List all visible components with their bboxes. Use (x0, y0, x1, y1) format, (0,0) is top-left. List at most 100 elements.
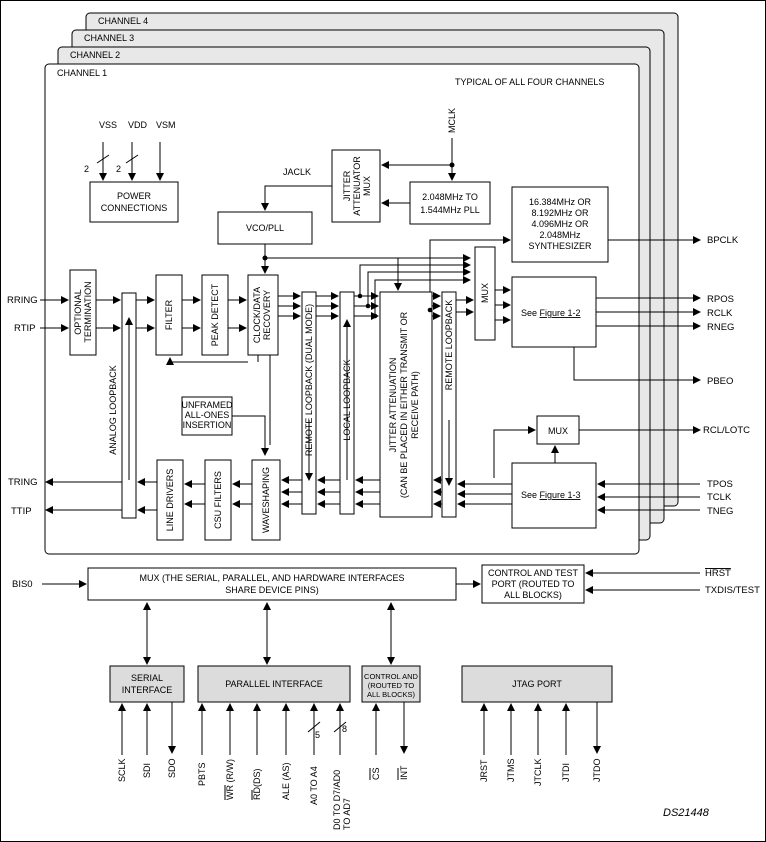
interface-section: BIS0 MUX (THE SERIAL, PARALLEL, AND HARD… (12, 564, 760, 703)
bus8-label: 8 (342, 724, 347, 734)
cdr-line2: RECOVERY (262, 290, 272, 340)
channel-4-label: CHANNEL 4 (98, 16, 148, 26)
jitter-att-line3: RECEIVE PATH) (410, 371, 420, 439)
analog-loopback-label: ANALOG LOOPBACK (108, 365, 118, 455)
rclk-pin: RCLK (707, 308, 733, 319)
rx-mux-label: MUX (480, 283, 490, 303)
serial-line2: INTERFACE (122, 685, 173, 695)
synth-line3: 4.096MHz OR (531, 219, 589, 229)
tclk-pin: TCLK (707, 492, 732, 503)
iface-mux-line2: SHARE DEVICE PINS) (225, 585, 319, 595)
opt-term-line2: TERMINATION (83, 281, 93, 342)
unframed-line2: ALL-ONES (185, 410, 230, 420)
bis0-pin: BIS0 (12, 579, 33, 590)
filter-label: FILTER (164, 299, 174, 330)
clocking-section: MCLK JITTER ATTENUATOR MUX 2.048MHz TO 1… (217, 108, 739, 310)
jtdo-pin: JTDO (592, 759, 602, 783)
tx-mux-label: MUX (548, 426, 568, 436)
power-section: VSS VDD VSM 2 2 POWER CONNECTIONS (84, 120, 179, 223)
doc-id: DS21448 (663, 807, 710, 819)
remote-dual-label: REMOTE LOOPBACK (DUAL MODE) (304, 304, 314, 456)
power-bus-b: 2 (116, 164, 121, 174)
rpos-pin: RPOS (707, 294, 734, 305)
typical-note: TYPICAL OF ALL FOUR CHANNELS (455, 77, 604, 87)
cdr-line1: CLOCK/DATA (252, 287, 262, 343)
see-fig13: See Figure 1-3 (521, 490, 581, 500)
a0-pin: A0 TO A4 (309, 766, 319, 805)
remote-loopback-label: REMOTE LOOPBACK (444, 300, 454, 391)
jitter-mux-line1: JITTER (342, 170, 352, 201)
synth-line4: 2.048MHz (539, 230, 581, 240)
power-box-line1: POWER (117, 191, 152, 201)
power-box-line2: CONNECTIONS (101, 203, 168, 213)
iface-mux-line1: MUX (THE SERIAL, PARALLEL, AND HARDWARE … (139, 573, 404, 583)
jitter-att-line1: JITTER ATTENUATION (388, 358, 398, 453)
rcl-lotc-pin: RCL/LOTC (703, 425, 750, 436)
tpos-pin: TPOS (707, 479, 733, 490)
pbeo-pin: PBEO (707, 376, 733, 387)
vsm-label: VSM (156, 120, 176, 130)
channel-3-label: CHANNEL 3 (84, 33, 134, 43)
rneg-pin: RNEG (707, 322, 734, 333)
see-fig12: See Figure 1-2 (521, 308, 581, 318)
jitter-mux-line2: ATTENUATOR (352, 156, 362, 216)
int-pin: INT (399, 765, 409, 780)
ctrl-test-line3: ALL BLOCKS) (504, 590, 562, 600)
unframed-line3: INSERTION (183, 420, 232, 430)
rtip-pin: RTIP (14, 323, 35, 334)
jtms-pin: JTMS (506, 759, 516, 783)
waveshaping-label: WAVESHAPING (261, 467, 271, 533)
tneg-pin: TNEG (707, 506, 733, 517)
channel-1-label: CHANNEL 1 (57, 68, 107, 78)
jitter-att-line2: (CAN BE PLACED IN EITHER TRANSMIT OR (399, 311, 409, 498)
jrst-pin: JRST (479, 759, 489, 782)
d0-pin-line1: D0 TO D7/AD0 (332, 770, 342, 830)
pbts-pin: PBTS (197, 762, 207, 786)
channel-2-label: CHANNEL 2 (70, 50, 120, 60)
wr-pin: WR (R/W) (225, 759, 235, 800)
peak-detect-label: PEAK DETECT (210, 283, 220, 346)
ctrl-test-line1: CONTROL AND TEST (488, 568, 579, 578)
synth-line1: 16.384MHz OR (529, 197, 592, 207)
control-line2: (ROUTED TO (368, 681, 415, 690)
d0-pin-line2: TO AD7 (342, 798, 352, 830)
control-line1: CONTROL AND (364, 672, 418, 681)
tring-pin: TRING (8, 477, 38, 488)
vco-label: VCO/PLL (246, 223, 284, 233)
sdo-pin: SDO (167, 758, 177, 778)
jaclk-label: JACLK (283, 167, 311, 177)
vdd-label: VDD (128, 120, 148, 130)
rring-pin: RRING (7, 295, 38, 306)
cs-pin: CS (371, 767, 381, 780)
ctrl-test-line2: PORT (ROUTED TO (492, 579, 575, 589)
csu-filters-label: CSU FILTERS (213, 471, 223, 529)
jtclk-pin: JTCLK (533, 758, 543, 786)
ttip-pin: TTIP (11, 506, 32, 517)
pll-line1: 2.048MHz TO (422, 192, 478, 202)
sdi-pin: SDI (142, 763, 152, 778)
parallel-label: PARALLEL INTERFACE (225, 679, 323, 689)
serial-line1: SERIAL (131, 673, 163, 683)
bpclk-pin: BPCLK (707, 235, 739, 246)
synth-line2: 8.192MHz OR (531, 208, 589, 218)
power-bus-a: 2 (84, 164, 89, 174)
jtag-label: JTAG PORT (512, 679, 562, 689)
rd-pin: RD(DS) (252, 769, 262, 801)
unframed-line1: UNFRAMED (182, 400, 233, 410)
ale-pin: ALE (AS) (281, 762, 291, 800)
pll-line2: 1.544MHz PLL (420, 205, 480, 215)
bottom-pins: SCLK SDI SDO 5 8 PBTS WR (R/W) RD(DS) AL… (117, 702, 602, 830)
bus5-label: 5 (315, 730, 320, 740)
line-drivers-label: LINE DRIVERS (165, 469, 175, 532)
opt-term-line1: OPTIONAL (73, 289, 83, 335)
txdis-pin: TXDIS/TEST (705, 585, 760, 596)
vss-label: VSS (99, 120, 117, 130)
control-line3: ALL BLOCKS) (367, 690, 416, 699)
transmit-path: UNFRAMED ALL-ONES INSERTION LINE DRIVERS… (8, 355, 750, 541)
jitter-mux-line3: MUX (362, 176, 372, 196)
jtdi-pin: JTDI (561, 763, 571, 782)
receive-path: RRING RTIP OPTIONAL TERMINATION ANALOG L… (7, 246, 734, 519)
hrst-pin: HRST (705, 568, 731, 579)
synth-line5: SYNTHESIZER (528, 241, 592, 251)
